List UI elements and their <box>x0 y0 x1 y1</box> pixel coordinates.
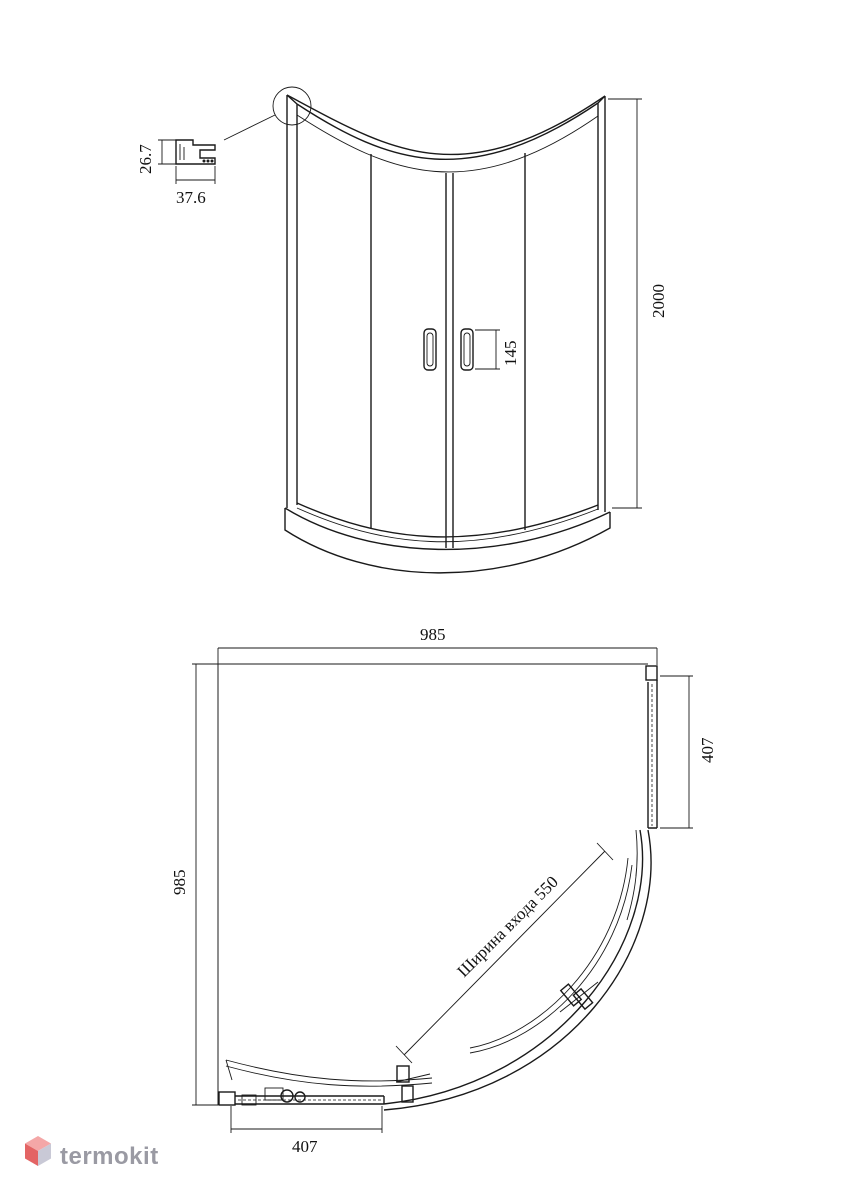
entrance-dimension <box>395 842 614 1064</box>
top-frame <box>286 94 606 156</box>
handle-dimension-label: 145 <box>501 341 520 367</box>
curved-doors <box>225 829 652 1111</box>
right-post <box>597 95 606 512</box>
handle-right <box>460 328 474 371</box>
right-panel-label: 407 <box>698 737 717 763</box>
handle-left <box>423 328 437 371</box>
elevation-view: 145 2000 <box>223 86 668 574</box>
hex-logo-icon <box>25 1136 51 1166</box>
shower-tray <box>284 507 611 574</box>
height-dimension <box>608 98 642 509</box>
profile-section-detail: 26.7 37.6 <box>136 139 216 207</box>
door-handle-plan-left <box>395 1065 431 1103</box>
profile-detail-callout <box>272 86 312 126</box>
profile-width-label: 37.6 <box>176 188 206 207</box>
plan-depth-dimension <box>192 663 218 1106</box>
plan-depth-label: 985 <box>170 870 189 896</box>
termokit-logo: termokit <box>25 1136 159 1170</box>
right-side-panel <box>645 665 658 829</box>
profile-height-label: 26.7 <box>136 144 155 174</box>
left-post <box>286 94 298 508</box>
bottom-frame <box>296 502 599 538</box>
profile-height-dimension <box>158 139 176 165</box>
profile-width-dimension <box>175 166 216 184</box>
handle-dimension <box>475 329 500 370</box>
plan-view: 985 985 407 407 <box>170 625 717 1156</box>
plan-width-dimension <box>217 647 658 1105</box>
door-handle-plan-right <box>559 981 599 1013</box>
bottom-panel-dimension <box>230 1106 383 1133</box>
height-dimension-label: 2000 <box>649 284 668 318</box>
right-panel-dimension <box>660 675 693 829</box>
bottom-side-panel <box>218 1087 385 1106</box>
brand-name: termokit <box>60 1143 159 1170</box>
plan-width-label: 985 <box>420 625 446 644</box>
bottom-panel-label: 407 <box>292 1137 318 1156</box>
entrance-label: Ширина входа 550 <box>453 872 562 981</box>
